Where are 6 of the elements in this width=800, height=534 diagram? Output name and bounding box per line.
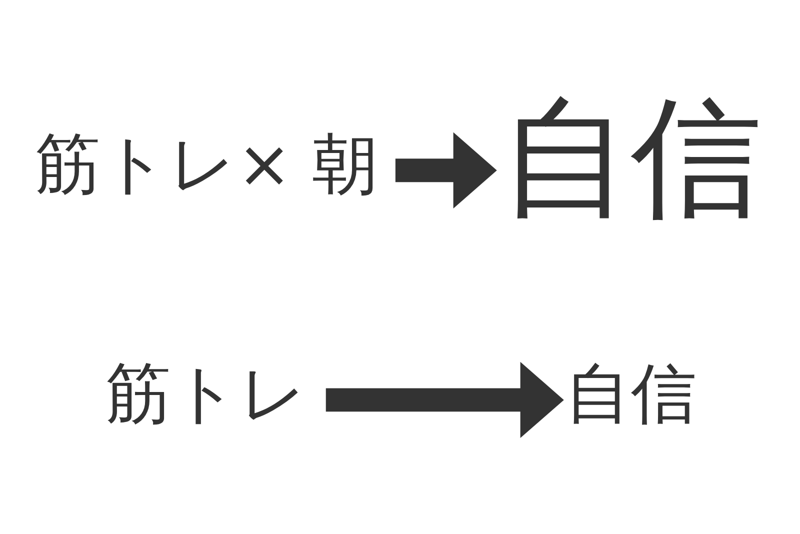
arrow bbox=[395, 132, 497, 208]
node-text: 筋トレ× 朝 bbox=[34, 126, 379, 203]
node-text: 自信 bbox=[500, 80, 762, 234]
node-text: 自信 bbox=[564, 356, 697, 432]
arrow bbox=[326, 362, 564, 438]
node-text: 筋トレ bbox=[106, 356, 308, 432]
